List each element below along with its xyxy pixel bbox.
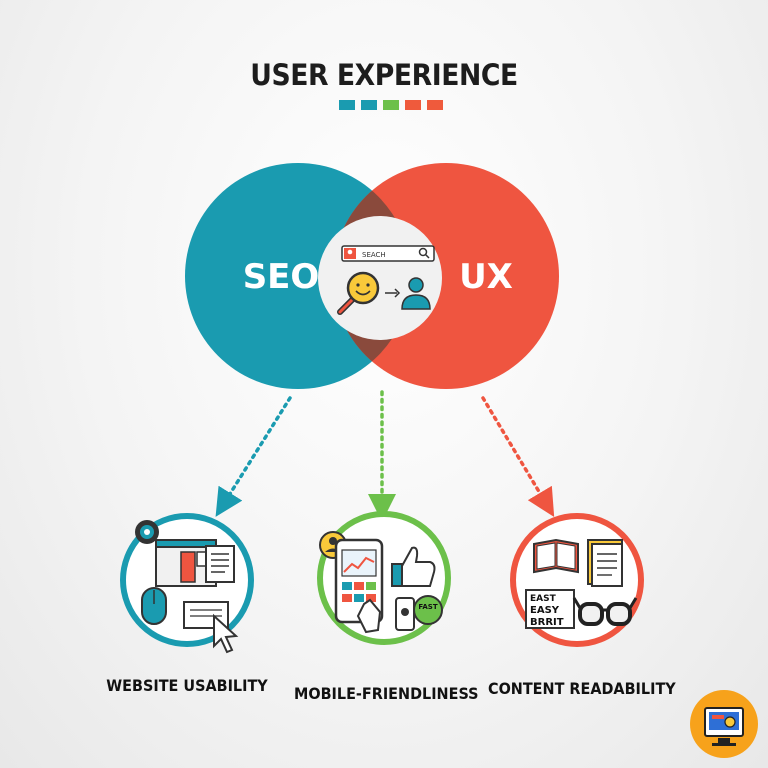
open-book-icon bbox=[533, 538, 579, 574]
tapping-hand-icon bbox=[356, 598, 382, 634]
monitor-logo-icon bbox=[704, 707, 744, 746]
sign-line-3: BRRIT bbox=[530, 617, 564, 628]
swatch bbox=[361, 100, 377, 110]
fast-badge-text: FAST bbox=[418, 603, 437, 611]
page-title: USER EXPERIENCE bbox=[250, 58, 518, 92]
website-usability-card bbox=[120, 513, 254, 654]
swatch bbox=[427, 100, 443, 110]
thumbs-up-icon bbox=[391, 546, 436, 587]
keyboard-icon bbox=[183, 601, 229, 629]
search-icon bbox=[418, 247, 430, 259]
content-readability-label: CONTENT READABILITY bbox=[488, 679, 676, 698]
fast-badge: FAST bbox=[413, 595, 443, 625]
arrow-to-usability bbox=[215, 396, 292, 517]
content-readability-card: EAST EASY BRRIT bbox=[510, 513, 644, 647]
website-usability-label: WEBSITE USABILITY bbox=[106, 676, 268, 695]
ux-label: UX bbox=[459, 257, 513, 297]
swatch bbox=[405, 100, 421, 110]
search-text: SEACH bbox=[362, 251, 386, 259]
swatch bbox=[383, 100, 399, 110]
easy-sign-icon: EAST EASY BRRIT bbox=[525, 589, 575, 629]
glasses-icon bbox=[572, 597, 638, 626]
sign-line-2: EASY bbox=[530, 605, 560, 616]
sign-line-1: EAST bbox=[530, 594, 557, 604]
document-icon bbox=[205, 545, 235, 583]
mobile-friendliness-card: FAST bbox=[317, 511, 451, 645]
color-swatches bbox=[339, 100, 443, 110]
center-disc bbox=[318, 216, 442, 340]
arrow-right-icon bbox=[385, 288, 401, 298]
user-icon bbox=[401, 277, 431, 310]
computer-mouse-icon bbox=[141, 587, 167, 625]
mobile-friendliness-label: MOBILE-FRIENDLINESS bbox=[294, 684, 479, 703]
small-phone-icon bbox=[395, 597, 415, 631]
cursor-icon bbox=[213, 613, 239, 654]
seo-label: SEO bbox=[243, 257, 320, 297]
swatch bbox=[339, 100, 355, 110]
arrow-to-readability bbox=[481, 396, 555, 518]
gear-icon bbox=[135, 520, 159, 544]
search-bar-illustration: SEACH bbox=[341, 245, 435, 262]
notepad-icon bbox=[587, 539, 623, 587]
magnifier-smiley-icon bbox=[337, 271, 380, 315]
